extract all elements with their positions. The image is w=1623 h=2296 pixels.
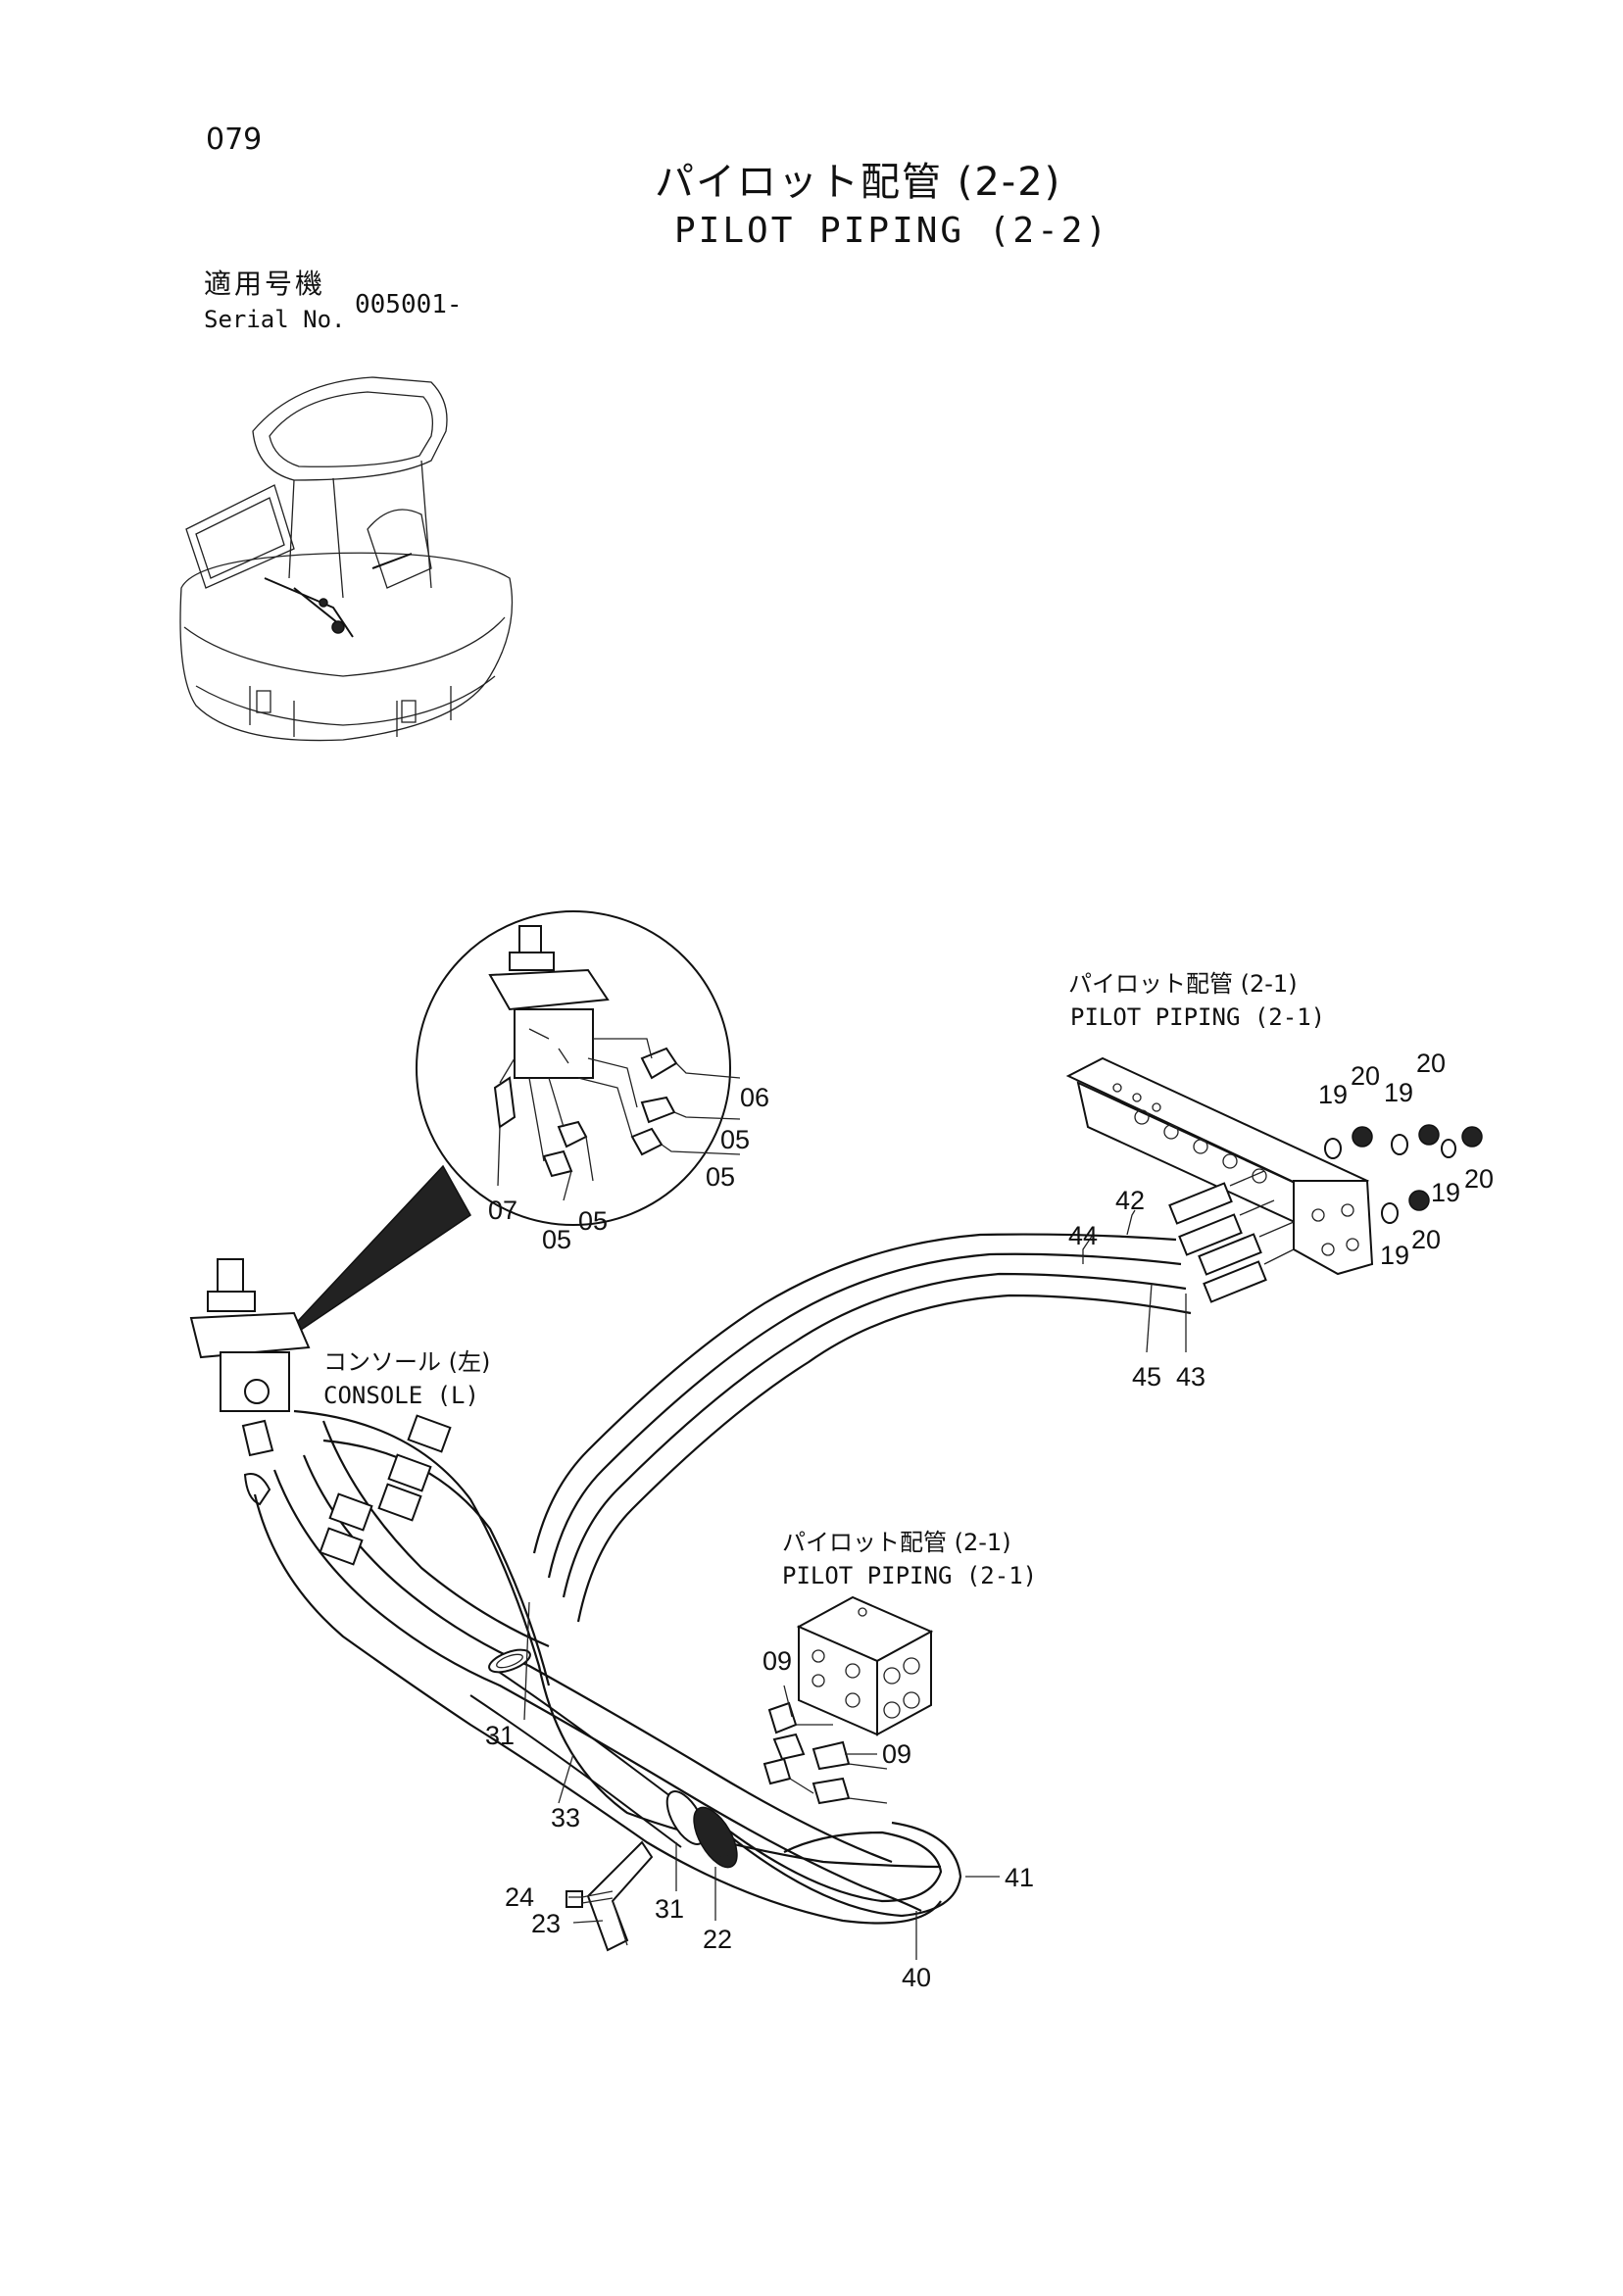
part-no-22: 22 xyxy=(703,1925,733,1954)
serial-label-en: Serial No. xyxy=(204,306,346,333)
part-no-24: 24 xyxy=(505,1882,535,1912)
upper-manifold-hose-fittings xyxy=(1168,1170,1295,1303)
ref-pilot-piping-mid-en: PILOT PIPING (2-1) xyxy=(782,1562,1038,1589)
clamp-31-lower xyxy=(665,1790,738,1869)
lower-manifold-block xyxy=(796,1595,934,1736)
part-no-19-b: 19 xyxy=(1384,1078,1414,1107)
part-no-09-b: 09 xyxy=(882,1739,912,1769)
page-title-en: PILOT PIPING (2-2) xyxy=(674,211,1110,251)
ref-pilot-piping-top-ja: パイロット配管 (2-1) xyxy=(1068,970,1298,998)
detail-magnifier xyxy=(270,910,741,1351)
part-no-20-c: 20 xyxy=(1464,1164,1495,1194)
part-no-31-a: 31 xyxy=(485,1721,516,1750)
serial-value: 005001- xyxy=(355,290,463,319)
part-no-05-b: 05 xyxy=(706,1162,736,1192)
part-no-05-a: 05 xyxy=(720,1125,751,1154)
bolt-24 xyxy=(566,1890,614,1908)
ref-pilot-piping-mid-ja: パイロット配管 (2-1) xyxy=(782,1529,1011,1556)
console-pilot-valve xyxy=(189,1258,311,1506)
part-no-06: 06 xyxy=(740,1083,770,1112)
ref-console-en: CONSOLE (L) xyxy=(323,1382,479,1409)
part-no-45: 45 xyxy=(1132,1362,1162,1392)
ref-console-ja: コンソール (左) xyxy=(323,1348,491,1376)
part-no-42: 42 xyxy=(1115,1186,1146,1215)
hose-bundle xyxy=(253,1233,1192,1925)
part-no-20-a: 20 xyxy=(1351,1061,1381,1091)
part-no-05-c: 05 xyxy=(542,1225,572,1254)
page-title-ja: パイロット配管 (2-2) xyxy=(655,160,1062,205)
serial-label-ja: 適用号機 xyxy=(204,268,326,300)
upper-manifold-block xyxy=(1065,1056,1374,1276)
part-no-33: 33 xyxy=(551,1803,581,1832)
hose-end-fittings-console xyxy=(319,1414,452,1566)
part-no-23: 23 xyxy=(531,1909,562,1938)
machine-overview-sketch xyxy=(179,376,514,742)
part-no-41: 41 xyxy=(1005,1863,1035,1892)
part-no-05-d: 05 xyxy=(578,1206,609,1236)
part-no-20-b: 20 xyxy=(1416,1049,1447,1078)
part-no-31-b: 31 xyxy=(655,1894,685,1924)
part-no-20-d: 20 xyxy=(1411,1225,1442,1254)
ref-pilot-piping-top-en: PILOT PIPING (2-1) xyxy=(1070,1003,1326,1031)
part-no-44: 44 xyxy=(1068,1221,1099,1250)
part-no-09-a: 09 xyxy=(762,1646,793,1676)
washers-and-nuts xyxy=(1324,1124,1483,1224)
clamp-31-upper xyxy=(488,1648,531,1674)
part-no-43: 43 xyxy=(1176,1362,1206,1392)
page-number: 079 xyxy=(206,122,263,157)
bracket-23 xyxy=(586,1840,654,1952)
part-no-19-d: 19 xyxy=(1380,1241,1410,1270)
part-no-07: 07 xyxy=(488,1196,518,1225)
part-no-40: 40 xyxy=(902,1963,932,1992)
part-no-19-c: 19 xyxy=(1431,1178,1461,1207)
lower-manifold-fittings xyxy=(762,1701,888,1805)
part-no-19-a: 19 xyxy=(1318,1080,1349,1109)
leader-lines xyxy=(523,1209,1187,1960)
elbow-fittings xyxy=(493,1038,678,1178)
